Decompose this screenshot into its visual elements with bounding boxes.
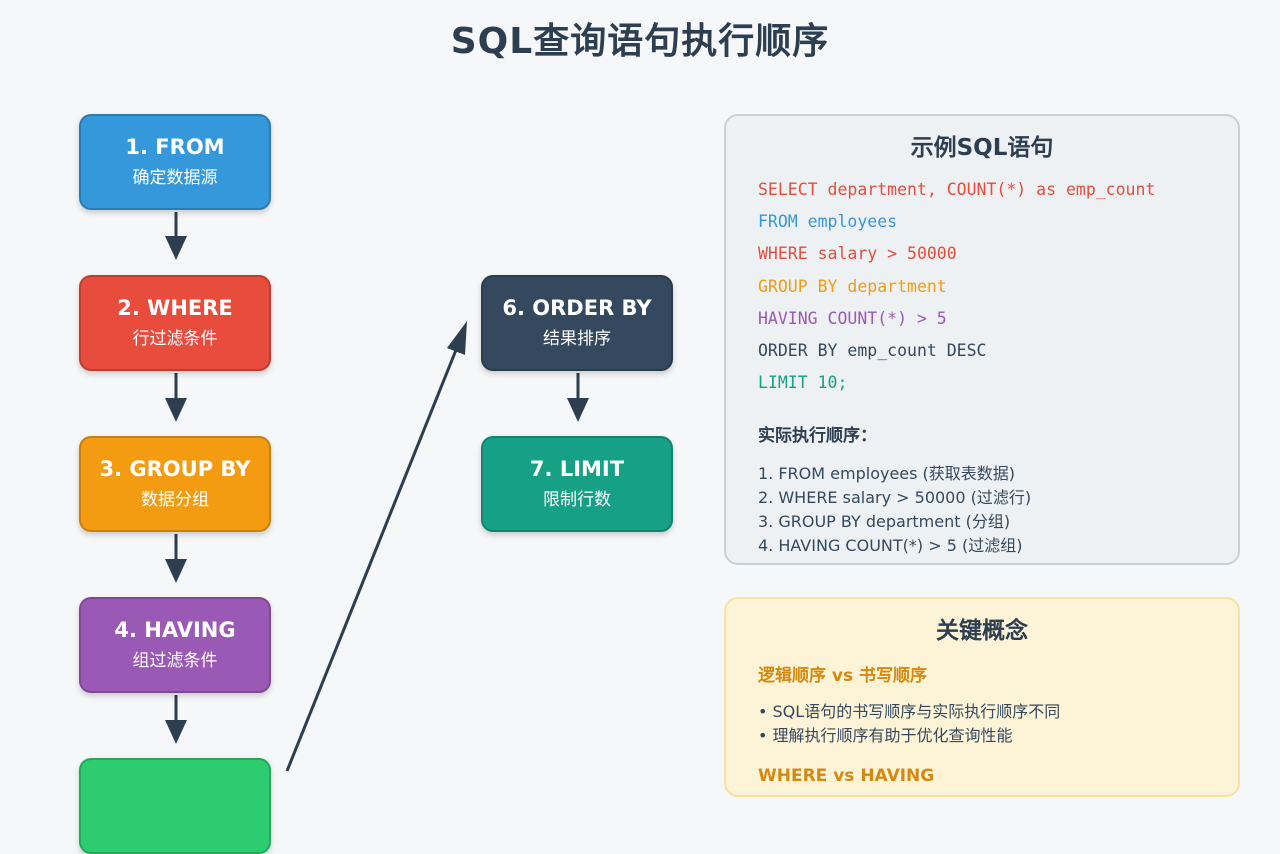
exec-order-title: 实际执行顺序： [758, 426, 877, 447]
step-from-name: 1. FROM [125, 135, 225, 159]
step-having-name: 4. HAVING [114, 618, 236, 642]
concept-bullets: • SQL语句的书写顺序与实际执行顺序不同 • 理解执行顺序有助于优化查询性能 [758, 700, 1238, 748]
step-group-by-desc: 数据分组 [141, 490, 209, 510]
sql-line-having: HAVING COUNT(*) > 5 [758, 308, 947, 328]
step-order-by-desc: 结果排序 [543, 329, 611, 349]
step-having: 4. HAVING 组过滤条件 [79, 597, 271, 693]
step-from-desc: 确定数据源 [132, 168, 218, 188]
sql-line-group-by: GROUP BY department [758, 276, 947, 296]
arrow-having-select [165, 695, 187, 744]
concept-subtitle-2: WHERE vs HAVING [758, 766, 935, 786]
step-order-by-name: 6. ORDER BY [502, 296, 652, 320]
concept-panel-title: 关键概念 [936, 618, 1028, 644]
sql-line-select: SELECT department, COUNT(*) as emp_count [758, 180, 1156, 199]
exec-item: 4. HAVING COUNT(*) > 5 (过滤组) [758, 536, 1023, 556]
concept-bullet: • SQL语句的书写顺序与实际执行顺序不同 [758, 702, 1061, 721]
arrow-from-where [165, 212, 187, 260]
step-limit: 7. LIMIT 限制行数 [481, 436, 673, 532]
sql-line-limit: LIMIT 10; [758, 373, 848, 393]
step-limit-name: 7. LIMIT [529, 457, 625, 481]
exec-item: 1. FROM employees (获取表数据) [758, 464, 1016, 484]
sql-line-where: WHERE salary > 50000 [758, 244, 957, 264]
arrow-where-groupby [165, 373, 187, 422]
sql-line-from: FROM employees [758, 212, 898, 232]
step-order-by: 6. ORDER BY 结果排序 [481, 275, 673, 371]
page-title: SQL查询语句执行顺序 [450, 21, 830, 62]
exec-item: 3. GROUP BY department (分组) [758, 512, 1011, 532]
exec-item: 2. WHERE salary > 50000 (过滤行) [758, 488, 1032, 508]
step-from: 1. FROM 确定数据源 [79, 114, 271, 210]
step-group-by-name: 3. GROUP BY [99, 457, 251, 481]
arrow-orderby-limit [567, 373, 589, 422]
exec-order-list: 1. FROM employees (获取表数据) 2. WHERE salar… [758, 462, 1238, 558]
step-limit-desc: 限制行数 [543, 490, 611, 510]
flow-arrows [165, 212, 589, 771]
arrow-groupby-having [165, 534, 187, 583]
step-where-desc: 行过滤条件 [132, 329, 218, 349]
sql-panel-title: 示例SQL语句 [910, 135, 1054, 161]
sql-code-block: SELECT department, COUNT(*) as emp_count… [758, 174, 1238, 399]
step-having-desc: 组过滤条件 [132, 651, 218, 671]
step-group-by: 3. GROUP BY 数据分组 [79, 436, 271, 532]
sql-example-panel: 示例SQL语句 SELECT department, COUNT(*) as e… [724, 114, 1240, 565]
step-select [79, 758, 271, 854]
key-concepts-panel: 关键概念 逻辑顺序 vs 书写顺序 • SQL语句的书写顺序与实际执行顺序不同 … [724, 597, 1240, 797]
arrow-select-orderby [285, 321, 467, 771]
step-where-name: 2. WHERE [117, 296, 233, 320]
concept-bullet: • 理解执行顺序有助于优化查询性能 [758, 726, 1013, 745]
sql-line-order-by: ORDER BY emp_count DESC [758, 341, 987, 361]
concept-subtitle: 逻辑顺序 vs 书写顺序 [758, 666, 928, 686]
step-where: 2. WHERE 行过滤条件 [79, 275, 271, 371]
